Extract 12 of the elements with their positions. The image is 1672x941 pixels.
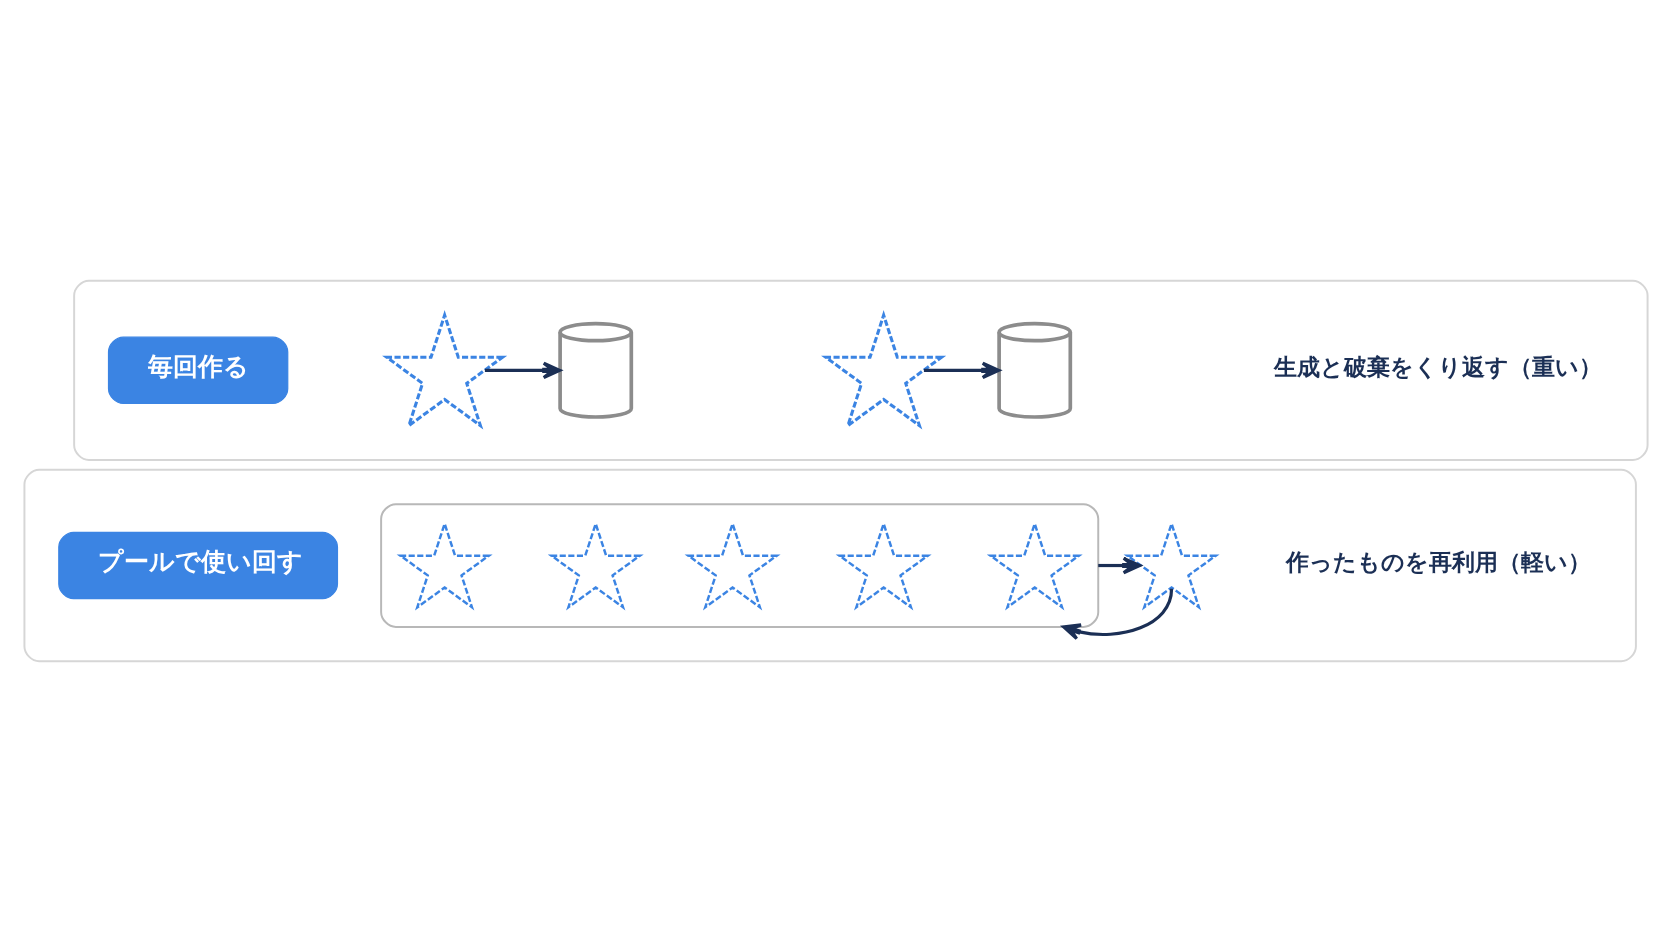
node-box: プールで使い回す — [58, 531, 339, 599]
node-picture — [382, 309, 508, 430]
label: 作ったものを再利用（軽い） — [1286, 547, 1592, 575]
node-box: 毎回作る — [107, 336, 289, 404]
arrow — [1062, 588, 1174, 640]
node-picture — [821, 309, 947, 430]
arrow — [923, 361, 1001, 379]
cluster — [23, 468, 1637, 662]
label: 生成と破棄をくり返す（重い） — [1274, 352, 1603, 380]
cluster — [380, 502, 1100, 628]
arrow — [484, 361, 562, 379]
arrow — [1098, 556, 1142, 574]
